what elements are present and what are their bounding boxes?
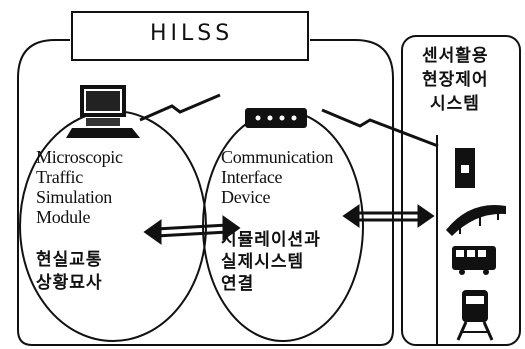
sim-interface-arrow xyxy=(143,215,241,245)
simulation-label-line3: Simulation xyxy=(36,187,113,207)
interface-korean-line1: 시뮬레이션과 xyxy=(221,230,321,250)
field-title-line1: 센서활용 xyxy=(422,46,489,66)
interface-label-line1: Communication xyxy=(221,147,334,167)
interface-label-line3: Device xyxy=(221,187,271,207)
interface-korean-line2: 실제시스템 xyxy=(221,252,305,272)
modem-icon xyxy=(245,108,307,128)
hilss-title-box xyxy=(71,11,309,61)
simulation-korean-line1: 현실교통 xyxy=(36,250,103,270)
bridge-icon xyxy=(446,205,506,236)
interface-field-arrow xyxy=(342,204,435,228)
field-title-line2: 현장제어 xyxy=(422,70,489,90)
lightning-icon-field xyxy=(321,108,439,148)
train-icon xyxy=(456,290,494,341)
sensor-icon xyxy=(455,148,475,188)
hilss-boundary xyxy=(17,39,394,346)
field-title-line3: 시스템 xyxy=(430,94,480,114)
simulation-label-line2: Traffic xyxy=(36,167,83,187)
simulation-label-line4: Module xyxy=(36,207,91,227)
simulation-korean-line2: 상황묘사 xyxy=(36,273,103,293)
interface-label-line2: Interface xyxy=(221,167,283,187)
bus-icon xyxy=(452,246,496,275)
lightning-icon xyxy=(139,93,221,122)
interface-korean-line3: 연결 xyxy=(221,274,255,294)
computer-icon xyxy=(66,85,140,138)
simulation-label-line1: Microscopic xyxy=(36,147,123,167)
hilss-title: HILSS xyxy=(150,21,234,46)
